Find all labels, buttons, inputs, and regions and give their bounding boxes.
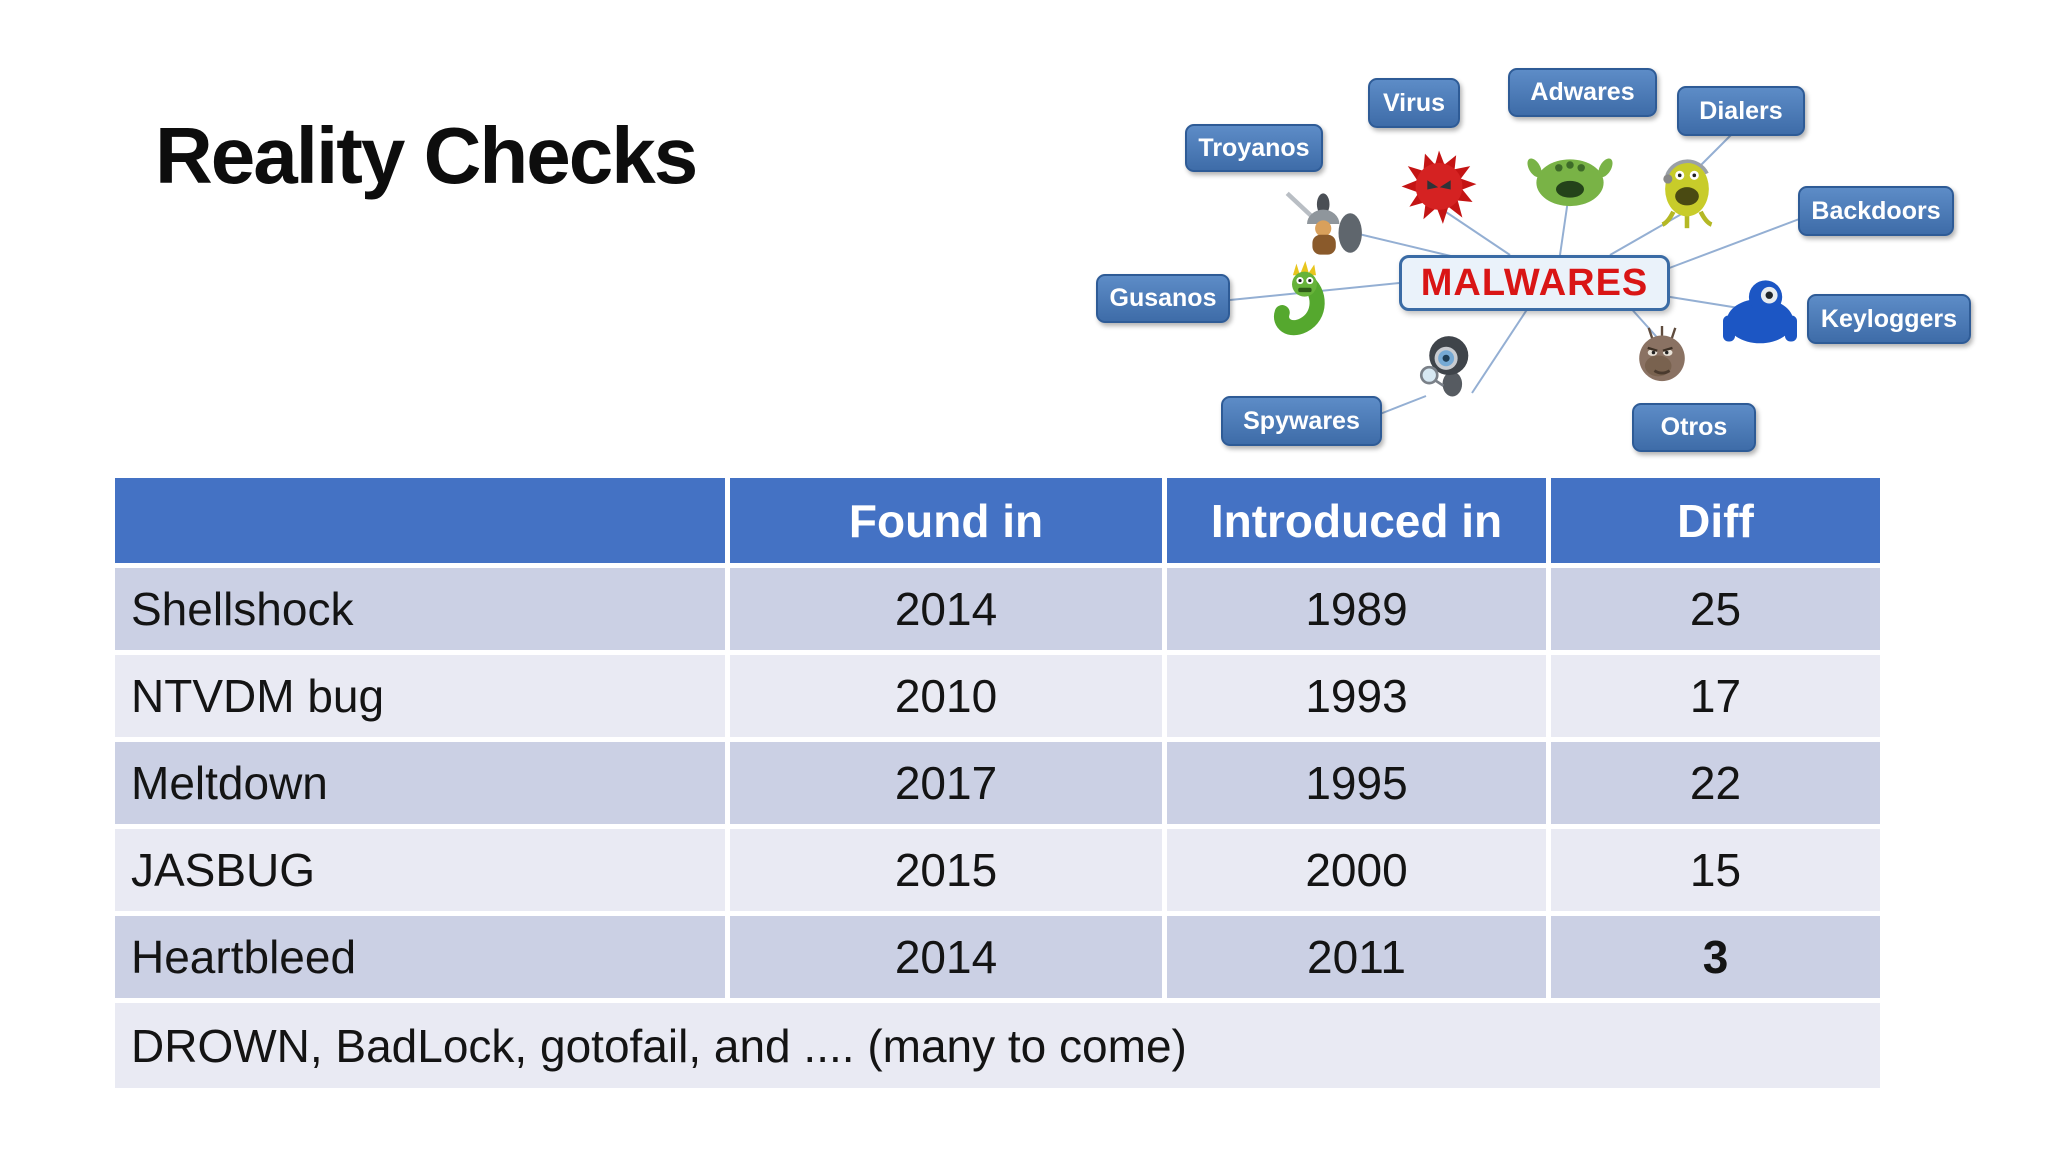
cell-found-in: 2017 (730, 742, 1162, 824)
diagram-label-virus: Virus (1368, 78, 1460, 128)
cell-found-in: 2015 (730, 829, 1162, 911)
cell-introduced-in: 1993 (1167, 655, 1546, 737)
keylogger-icon (1712, 273, 1808, 347)
cell-found-in: 2014 (730, 568, 1162, 650)
diagram-label-gusanos: Gusanos (1096, 274, 1230, 323)
dialer-icon (1650, 148, 1724, 230)
cell-name: NTVDM bug (115, 655, 725, 737)
diagram-label-spywares: Spywares (1221, 396, 1382, 446)
diagram-label-troyanos: Troyanos (1185, 124, 1323, 172)
cell-diff: 22 (1551, 742, 1880, 824)
worm-icon (1251, 261, 1349, 350)
virus-icon (1397, 149, 1481, 227)
header-cell-diff: Diff (1551, 478, 1880, 563)
trojan-knight-icon (1275, 188, 1375, 260)
header-cell-blank (115, 478, 725, 563)
diagram-label-keyloggers: Keyloggers (1807, 294, 1971, 344)
spyware-icon (1408, 329, 1486, 400)
vulnerability-table: Found in Introduced in Diff Shellshock 2… (115, 478, 1880, 1088)
diagram-label-backdoors: Backdoors (1798, 186, 1954, 236)
cell-diff: 15 (1551, 829, 1880, 911)
cell-name: Shellshock (115, 568, 725, 650)
cell-name: JASBUG (115, 829, 725, 911)
header-cell-introduced-in: Introduced in (1167, 478, 1546, 563)
diagram-label-otros: Otros (1632, 403, 1756, 452)
malware-diagram: Troyanos Virus Adwares Dialers Backdoors… (1080, 58, 2000, 458)
page-title: Reality Checks (155, 111, 698, 200)
cell-name: Heartbleed (115, 916, 725, 998)
cell-found-in: 2010 (730, 655, 1162, 737)
cell-diff: 17 (1551, 655, 1880, 737)
header-cell-found-in: Found in (730, 478, 1162, 563)
cell-introduced-in: 1989 (1167, 568, 1546, 650)
cell-found-in: 2014 (730, 916, 1162, 998)
otros-icon (1623, 326, 1701, 383)
diagram-label-adwares: Adwares (1508, 68, 1657, 117)
cell-diff: 25 (1551, 568, 1880, 650)
cell-diff: 3 (1551, 916, 1880, 998)
cell-introduced-in: 1995 (1167, 742, 1546, 824)
table-footer-row: DROWN, BadLock, gotofail, and .... (many… (115, 1003, 1880, 1088)
diagram-label-dialers: Dialers (1677, 86, 1805, 136)
cell-introduced-in: 2000 (1167, 829, 1546, 911)
cell-name: Meltdown (115, 742, 725, 824)
cell-introduced-in: 2011 (1167, 916, 1546, 998)
adware-icon (1522, 151, 1618, 207)
malwares-center-box: MALWARES (1399, 255, 1670, 311)
